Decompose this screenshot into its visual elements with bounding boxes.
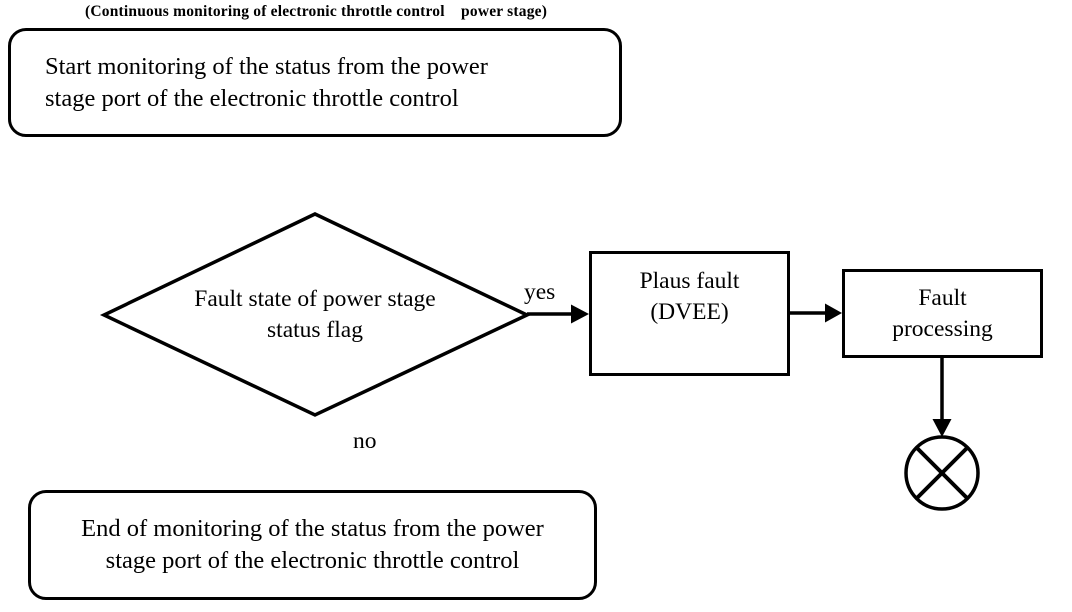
terminator-circle-icon [904, 435, 980, 511]
decision-node-label: Fault state of power stage status flag [194, 286, 436, 343]
end-node-label: End of monitoring of the status from the… [81, 515, 544, 574]
fault-processing-node: Fault processing [842, 269, 1043, 358]
no-label: no [353, 428, 377, 454]
plaus-to-processing-arrow-head [825, 303, 842, 323]
plaus-fault-node: Plaus fault (DVEE) [589, 251, 790, 376]
diagram-caption: (Continuous monitoring of electronic thr… [85, 3, 548, 20]
start-node: Start monitoring of the status from the … [8, 28, 622, 137]
fault-processing-node-label: Fault processing [892, 284, 993, 342]
start-node-label: Start monitoring of the status from the … [45, 52, 488, 112]
terminator-x-icon [915, 446, 969, 500]
plaus-fault-node-label: Plaus fault (DVEE) [639, 268, 740, 325]
yes-arrow-head [571, 304, 589, 324]
yes-label: yes [524, 279, 556, 305]
end-node: End of monitoring of the status from the… [28, 490, 597, 600]
decision-diamond-shape [99, 212, 532, 417]
processing-to-terminator-arrow-head [932, 419, 952, 437]
